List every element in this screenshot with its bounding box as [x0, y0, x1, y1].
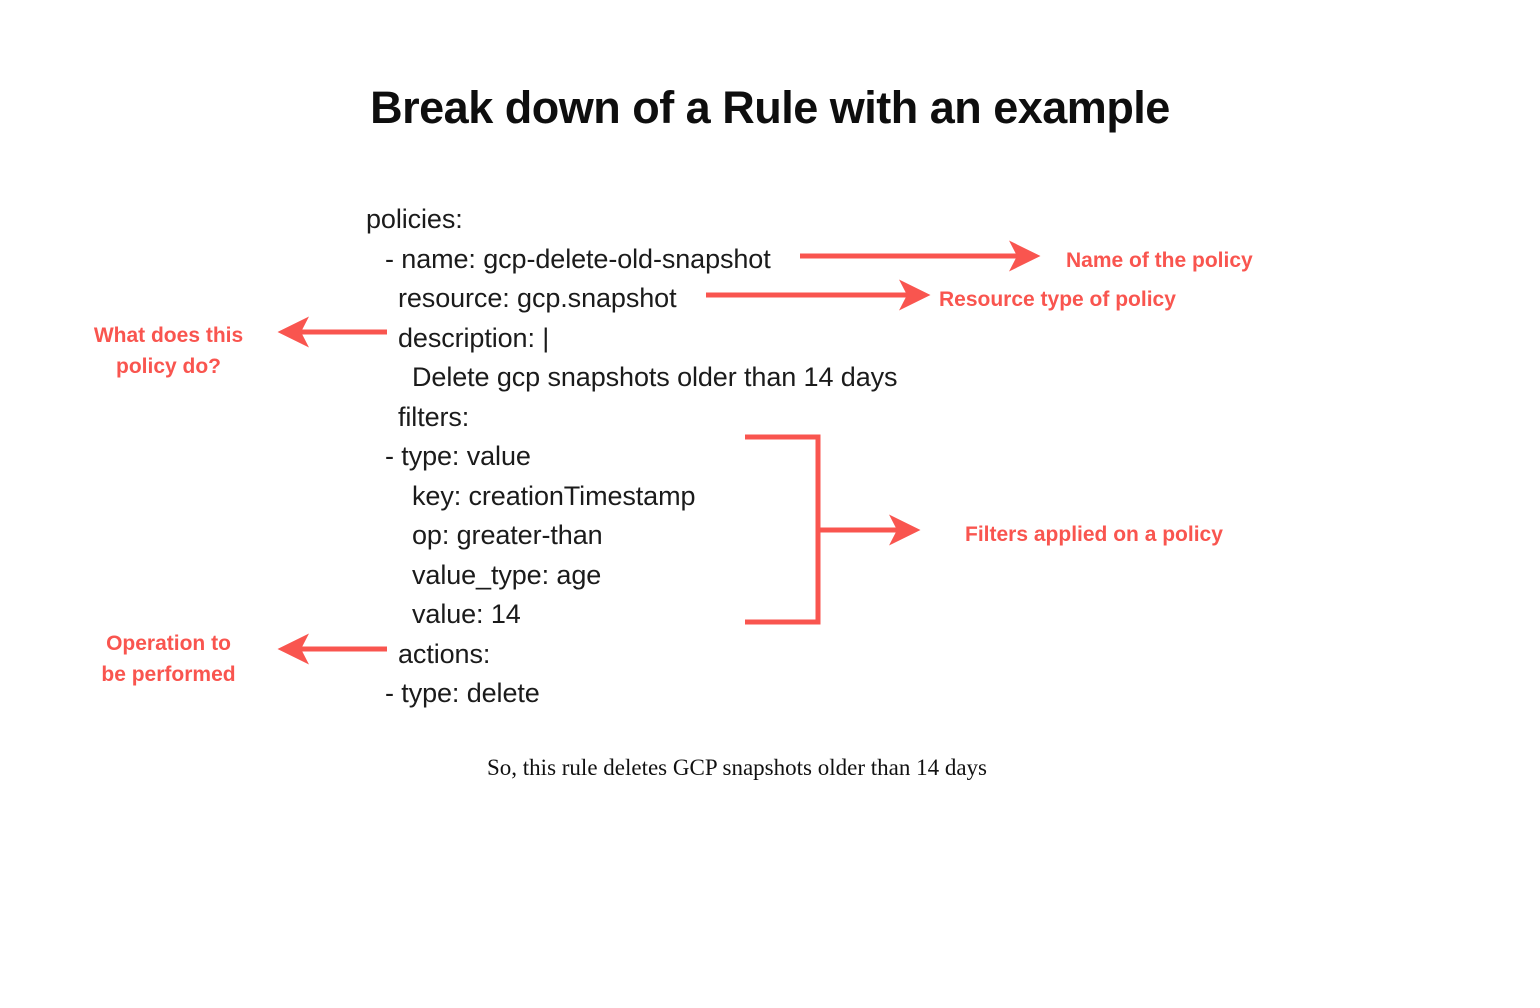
yaml-line: value_type: age	[412, 559, 602, 590]
yaml-line: resource: gcp.snapshot	[398, 283, 677, 313]
annotation-operation-performed: Operation to be performed	[101, 632, 236, 686]
yaml-line: Delete gcp snapshots older than 14 days	[412, 362, 898, 392]
yaml-line: value: 14	[412, 599, 521, 629]
yaml-line: - name: gcp-delete-old-snapshot	[385, 243, 771, 274]
yaml-policy-block: policies: - name: gcp-delete-old-snapshot…	[366, 200, 898, 714]
yaml-line: op: greater-than	[412, 520, 603, 550]
summary-caption: So, this rule deletes GCP snapshots olde…	[487, 755, 987, 780]
yaml-line: filters:	[398, 401, 470, 432]
yaml-line: description: |	[398, 322, 550, 353]
page-title: Break down of a Rule with an example	[370, 82, 1170, 133]
annotation-filters-applied: Filters applied on a policy	[965, 523, 1223, 546]
yaml-line: policies:	[366, 204, 463, 234]
yaml-line: actions:	[398, 638, 491, 669]
annotation-name-of-policy: Name of the policy	[1066, 249, 1253, 272]
yaml-line: key: creationTimestamp	[412, 480, 696, 511]
annotation-resource-type: Resource type of policy	[939, 288, 1176, 311]
yaml-line: - type: delete	[385, 678, 540, 708]
yaml-line: - type: value	[385, 441, 531, 471]
annotation-what-does-policy-do: What does this policy do?	[93, 324, 244, 378]
